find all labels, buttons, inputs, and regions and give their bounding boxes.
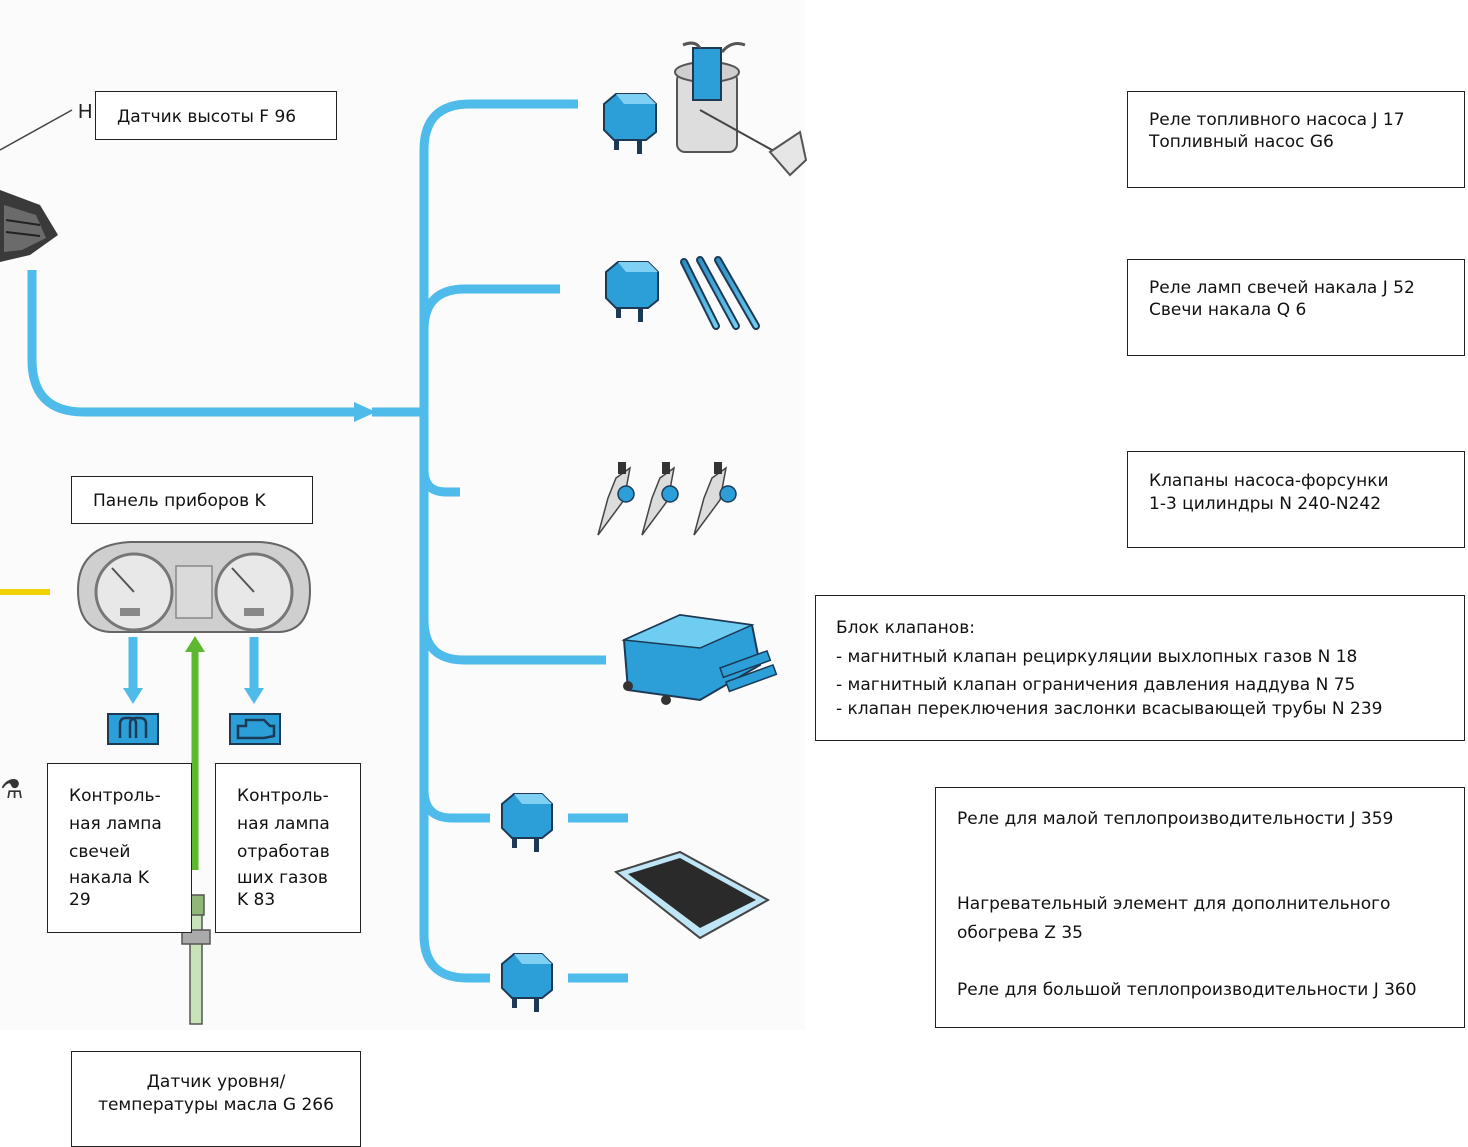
valve-block-item-boost: - магнитный клапан ограничения давления … — [836, 675, 1356, 695]
ecu-unit-icon — [0, 190, 58, 262]
valve-block-title: Блок клапанов: — [836, 618, 975, 638]
heater-relay-low-icon — [501, 793, 553, 852]
fuel-pump-icon — [674, 41, 808, 177]
oil-sensor-line2: температуры масла G 266 — [98, 1095, 334, 1115]
glow-plug-lamp-icon — [107, 713, 159, 745]
bus-branch-valve — [419, 619, 606, 665]
valve-block-icon — [621, 613, 778, 705]
heater-relay-low-text: Реле для малой теплопроизводительности J… — [957, 809, 1394, 829]
cut-letter: H — [78, 101, 92, 123]
green-arrowhead — [185, 636, 205, 652]
label-glow-plug-relay: Реле ламп свечей накала J 52 Свечи накал… — [1127, 259, 1465, 356]
fuel-relay-icon — [603, 93, 657, 154]
instrument-panel-icon — [76, 541, 312, 633]
exhaust-lamp-icon — [229, 713, 281, 745]
glow-lamp-line5: 29 — [69, 890, 91, 910]
height-sensor-wire — [0, 109, 73, 151]
cut-icon-glyph: ⚗ — [0, 775, 23, 805]
glow-lamp-line2: ная лампа — [69, 814, 162, 834]
injector-line2: 1-3 цилиндры N 240-N242 — [1149, 494, 1382, 514]
heater-element-line2: обогрева Z 35 — [957, 923, 1083, 943]
fuel-relay-line2: Топливный насос G6 — [1149, 132, 1334, 152]
valve-block-item-intake: - клапан переключения заслонки всасывающ… — [836, 699, 1383, 719]
panel-arrowhead-right — [244, 688, 264, 704]
bus-branch-injector — [419, 469, 460, 497]
label-oil-sensor: Датчик уровня/ температуры масла G 266 — [71, 1051, 361, 1147]
exhaust-lamp-line4: ших газов — [237, 868, 328, 888]
exhaust-lamp-line1: Контроль- — [237, 786, 329, 806]
glow-lamp-line1: Контроль- — [69, 786, 161, 806]
bus-arrowhead — [354, 402, 376, 422]
label-height-sensor: Датчик высоты F 96 — [95, 91, 337, 140]
glow-relay-icon — [605, 261, 659, 322]
label-glow-warning-lamp: Контроль- ная лампа свечей накала K 29 — [47, 763, 192, 933]
panel-arrowhead-left — [123, 688, 143, 704]
bus-branch-heater-high — [419, 934, 490, 983]
heater-element-icon — [613, 850, 771, 940]
label-injector-valves: Клапаны насоса-форсунки 1-3 цилиндры N 2… — [1127, 451, 1465, 548]
exhaust-lamp-line2: ная лампа — [237, 814, 330, 834]
height-sensor-text: Датчик высоты F 96 — [117, 107, 297, 127]
glow-relay-line1: Реле ламп свечей накала J 52 — [1149, 278, 1415, 298]
heater-relay-high-icon — [501, 953, 553, 1012]
glow-plugs-icon — [680, 256, 760, 330]
fuel-relay-line1: Реле топливного насоса J 17 — [1149, 110, 1405, 130]
oil-sensor-line1: Датчик уровня/ — [146, 1072, 286, 1092]
injector-valves-icon — [597, 462, 737, 536]
valve-block-item-egr: - магнитный клапан рециркуляции выхлопны… — [836, 647, 1358, 667]
heater-element-line1: Нагревательный элемент для дополнительно… — [957, 894, 1391, 914]
instrument-panel-text: Панель приборов K — [93, 491, 266, 511]
heater-relay-high-text: Реле для большой теплопроизводительности… — [957, 980, 1417, 1000]
injector-line1: Клапаны насоса-форсунки — [1149, 471, 1389, 491]
label-fuel-pump-relay: Реле топливного насоса J 17 Топливный на… — [1127, 91, 1465, 188]
exhaust-lamp-line5: K 83 — [237, 890, 276, 910]
glow-lamp-line4: накала K — [69, 868, 150, 888]
label-valve-block: Блок клапанов: - магнитный клапан рецирк… — [815, 595, 1465, 741]
bus-input-line — [27, 270, 362, 417]
bus-branch-heater-low — [419, 789, 490, 823]
bus-branch-fuel — [419, 99, 578, 151]
signal-bus — [27, 99, 628, 983]
glow-lamp-line3: свечей — [69, 842, 131, 862]
label-instrument-panel: Панель приборов K — [71, 476, 313, 524]
glow-relay-line2: Свечи накала Q 6 — [1149, 300, 1307, 320]
exhaust-lamp-line3: отработав — [237, 842, 330, 862]
bus-branch-glow — [419, 284, 560, 331]
label-heater: Реле для малой теплопроизводительности J… — [935, 787, 1465, 1028]
label-exhaust-warning-lamp: Контроль- ная лампа отработав ших газов … — [215, 763, 361, 933]
